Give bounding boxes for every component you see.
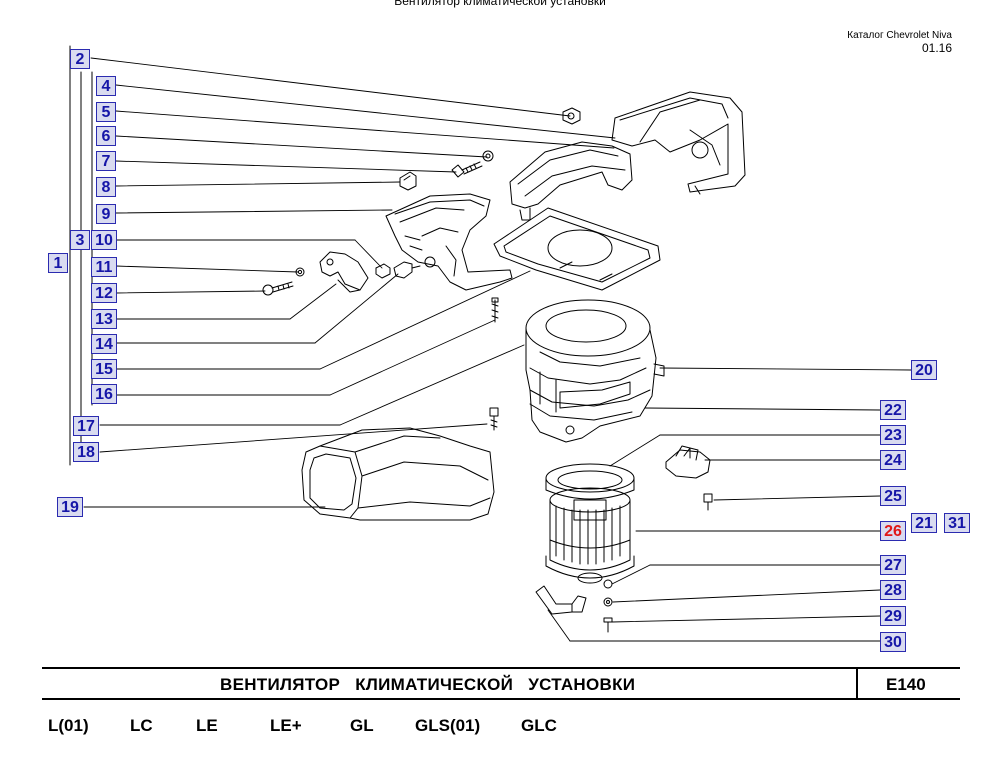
fan-fasteners (603, 579, 613, 633)
variant-l01: L(01) (48, 716, 89, 735)
variant-gl: GL (350, 716, 374, 735)
callout-30[interactable]: 30 (880, 632, 906, 652)
blower-housing (525, 299, 665, 443)
callout-31[interactable]: 31 (944, 513, 970, 533)
callout-16[interactable]: 16 (91, 384, 117, 404)
drain-hose (535, 585, 587, 615)
catalog-info: Каталог Chevrolet Niva 01.16 (847, 30, 952, 54)
callout-22[interactable]: 22 (880, 400, 906, 420)
callout-3[interactable]: 3 (70, 230, 90, 250)
resistor (665, 445, 711, 479)
callout-8[interactable]: 8 (96, 177, 116, 197)
callout-21[interactable]: 21 (911, 513, 937, 533)
callout-9[interactable]: 9 (96, 204, 116, 224)
air-duct (301, 427, 495, 521)
small-fasteners (295, 263, 391, 279)
connector (393, 261, 421, 279)
grouping-brackets (69, 45, 93, 466)
fan-wheel (545, 487, 635, 584)
callout-19[interactable]: 19 (57, 497, 83, 517)
footer-divider-vertical (856, 668, 858, 699)
callout-13[interactable]: 13 (91, 309, 117, 329)
callout-11[interactable]: 11 (91, 257, 117, 277)
callout-7[interactable]: 7 (96, 151, 116, 171)
variant-glc: GLC (521, 716, 557, 735)
callout-27[interactable]: 27 (880, 555, 906, 575)
motor-bracket (385, 193, 513, 291)
duct-cover (509, 141, 633, 221)
leader-lines (83, 57, 912, 642)
callout-29[interactable]: 29 (880, 606, 906, 626)
mount-bracket (319, 251, 369, 293)
callout-15[interactable]: 15 (91, 359, 117, 379)
callout-26[interactable]: 26 (880, 521, 906, 541)
clip (399, 171, 417, 191)
footer-divider-top (42, 667, 960, 669)
page-code: E140 (886, 675, 926, 694)
callout-4[interactable]: 4 (96, 76, 116, 96)
gasket-plate (493, 207, 661, 291)
variant-gls01: GLS(01) (415, 716, 481, 735)
callout-20[interactable]: 20 (911, 360, 937, 380)
variant-le: LE (196, 716, 218, 735)
callout-24[interactable]: 24 (880, 450, 906, 470)
footer-divider-bottom (42, 698, 960, 700)
callout-2[interactable]: 2 (70, 49, 90, 69)
footer-title: ВЕНТИЛЯТОР КЛИМАТИЧЕСКОЙ УСТАНОВКИ (220, 675, 636, 694)
parts-diagram (69, 45, 912, 642)
callout-17[interactable]: 17 (73, 416, 99, 436)
callout-18[interactable]: 18 (73, 442, 99, 462)
callout-1[interactable]: 1 (48, 253, 68, 273)
page-title: Вентилятор климатической установки (394, 0, 606, 8)
callout-12[interactable]: 12 (91, 283, 117, 303)
variant-le-plus: LE+ (270, 716, 302, 735)
bolt-17 (489, 407, 499, 431)
bolt-16 (491, 297, 499, 323)
callout-25[interactable]: 25 (880, 486, 906, 506)
callout-23[interactable]: 23 (880, 425, 906, 445)
callout-5[interactable]: 5 (96, 102, 116, 122)
catalog-date: 01.16 (921, 41, 952, 55)
variant-lc: LC (130, 716, 153, 735)
washer-screw (451, 150, 494, 178)
nut (562, 107, 581, 125)
air-inlet-housing (611, 91, 746, 195)
catalog-name: Каталог Chevrolet Niva (847, 30, 952, 41)
callout-28[interactable]: 28 (880, 580, 906, 600)
callout-14[interactable]: 14 (91, 334, 117, 354)
screw-12 (262, 281, 294, 296)
callout-6[interactable]: 6 (96, 126, 116, 146)
callout-10[interactable]: 10 (91, 230, 117, 250)
fan-ring (545, 463, 635, 500)
screw-25 (703, 493, 713, 511)
